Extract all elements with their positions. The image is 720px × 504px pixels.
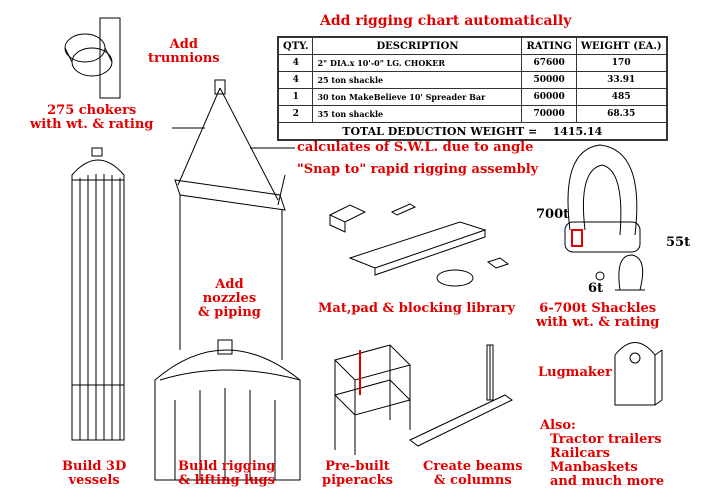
shackles-drawing <box>564 144 645 291</box>
label-matpad: Mat,pad & blocking library <box>318 301 516 316</box>
label-snap: "Snap to" rapid rigging assembly <box>297 162 539 177</box>
beams-drawing <box>409 344 513 447</box>
trunnion-drawing <box>64 17 121 99</box>
piperack-drawing <box>334 344 411 455</box>
col-weight: WEIGHT (EA.) <box>575 36 668 55</box>
total-label: TOTAL DEDUCTION WEIGHT = <box>342 124 538 138</box>
weight: 68.35 <box>575 105 668 123</box>
col-qty: QTY. <box>277 36 314 55</box>
qty: 1 <box>277 88 314 106</box>
label-nozzles: Add nozzles & piping <box>198 277 261 320</box>
label-vessels: Build 3D vessels <box>62 459 127 488</box>
chart-title: Add rigging chart automatically <box>320 13 572 29</box>
weight: 33.91 <box>575 71 668 89</box>
label-also: Also: <box>540 418 576 433</box>
description: 35 ton shackle <box>312 105 523 123</box>
rating: 67600 <box>521 54 577 72</box>
weight: 485 <box>575 88 668 106</box>
total-value: 1415.14 <box>552 124 603 138</box>
also-item: Tractor trailers <box>550 432 662 447</box>
label-lugmaker: Lugmaker <box>538 365 612 380</box>
weight: 170 <box>575 54 668 72</box>
also-item: Manbaskets <box>550 460 638 475</box>
label-shackles: 6-700t Shackles with wt. & rating <box>536 301 660 330</box>
also-item: Railcars <box>550 446 610 461</box>
description: 30 ton MakeBelieve 10' Spreader Bar <box>312 88 523 106</box>
col-description: DESCRIPTION <box>312 36 523 55</box>
label-chokers: 275 chokers with wt. & rating <box>30 103 154 132</box>
vessel-drawing <box>71 147 125 441</box>
lug-drawing <box>614 342 663 406</box>
qty: 4 <box>277 71 314 89</box>
also-item: and much more <box>550 474 665 489</box>
rigging-drawing <box>154 79 301 481</box>
label-piperacks: Pre-built piperacks <box>322 459 393 488</box>
matpad-drawing <box>328 203 510 287</box>
description: 2" DIA.x 10'-0" LG. CHOKER <box>312 54 523 72</box>
total-row: TOTAL DEDUCTION WEIGHT = 1415.14 <box>277 122 668 141</box>
label-55t: 55t <box>666 235 691 250</box>
qty: 4 <box>277 54 314 72</box>
description: 25 ton shackle <box>312 71 523 89</box>
col-rating: RATING <box>521 36 577 55</box>
rating: 50000 <box>521 71 577 89</box>
label-beams: Create beams & columns <box>423 459 523 488</box>
leader-lines <box>172 127 295 206</box>
label-rigging: Build rigging & lifting lugs <box>178 459 276 488</box>
label-6t: 6t <box>588 281 604 296</box>
rating: 70000 <box>521 105 577 123</box>
label-700t: 700t <box>536 207 570 222</box>
qty: 2 <box>277 105 314 123</box>
rating: 60000 <box>521 88 577 106</box>
label-trunnions: Add trunnions <box>148 37 220 66</box>
label-swl: calculates of S.W.L. due to angle <box>297 140 534 155</box>
